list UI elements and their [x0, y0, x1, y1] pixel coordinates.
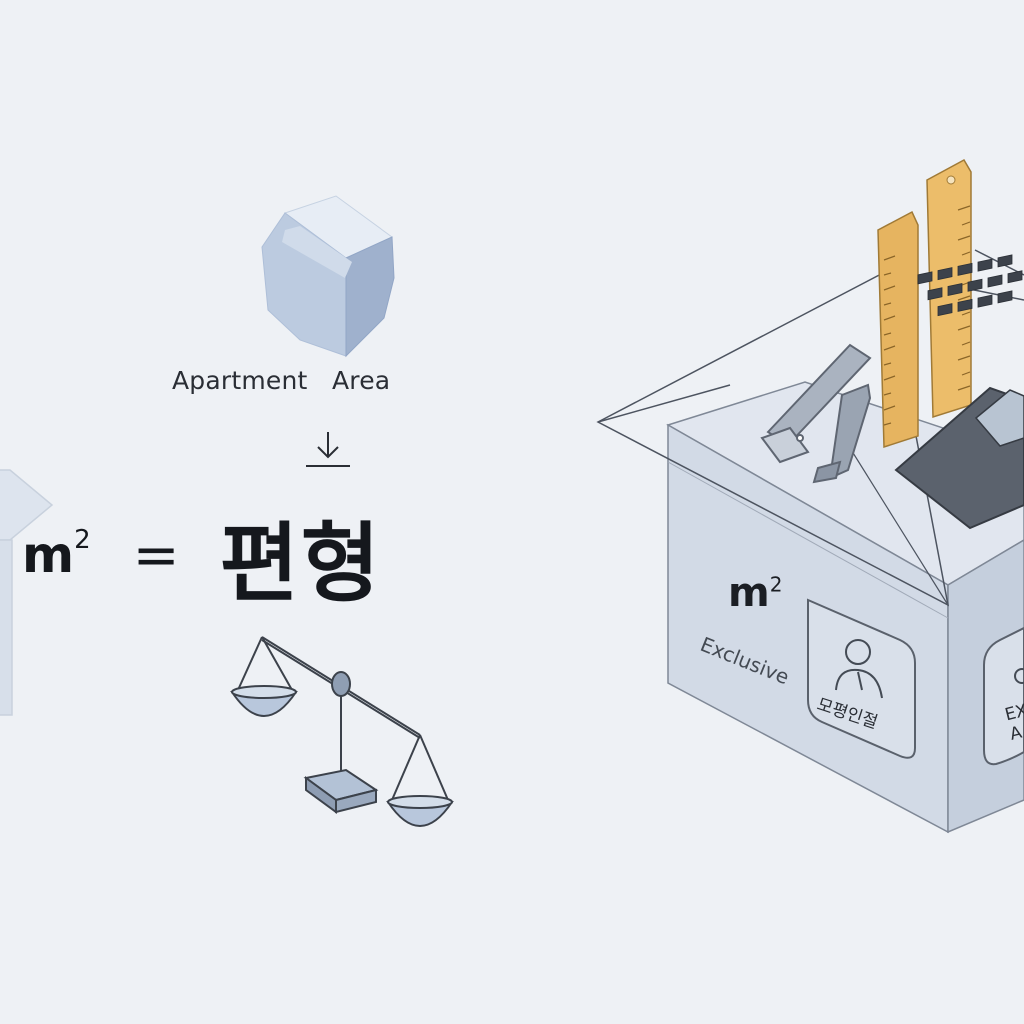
square-meter-unit: m2: [22, 525, 91, 584]
caliper-icon: [760, 343, 872, 484]
left-cube-icon: [0, 469, 54, 716]
ruler-icon: [877, 210, 919, 449]
balance-scale-icon: [230, 636, 454, 827]
equals-sign: =: [132, 522, 180, 588]
cube-icon: [261, 195, 395, 358]
unit-equation: m2 = 편형: [22, 505, 382, 614]
calculator-icon: [894, 254, 1024, 530]
person-badge: [807, 598, 916, 759]
apartment-area-caption: Apartment Area: [172, 366, 391, 395]
down-arrow-icon: [306, 432, 350, 467]
person-icon: [835, 639, 883, 699]
box-square-meter-label: m2: [728, 570, 783, 616]
side-badge: [983, 626, 1024, 766]
measurement-box: [596, 249, 1024, 834]
pyeong-label: 편형: [219, 513, 382, 614]
